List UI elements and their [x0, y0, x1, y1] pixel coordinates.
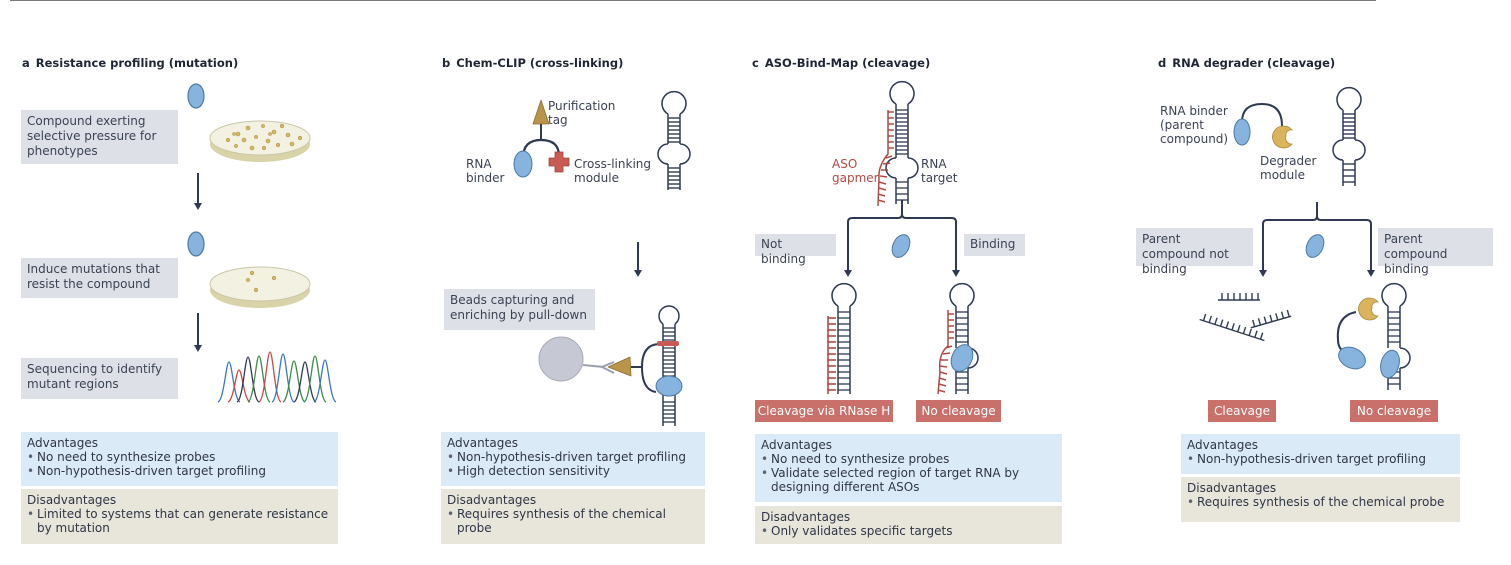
purification-tag-label: Purification tag [548, 99, 616, 127]
disadvantage-item: Limited to systems that can generate res… [27, 507, 332, 535]
advantage-item: Validate selected region of target RNA b… [761, 466, 1056, 494]
bead-pull-down-complex-icon [538, 305, 683, 426]
disadvantage-item: Only validates specific targets [761, 524, 1056, 538]
aso-gapmer-label: ASO gapmer [832, 157, 879, 185]
compound-icon [187, 231, 205, 257]
panel-c-advantages: Advantages No need to synthesize probes … [755, 434, 1062, 502]
step-beads-pull-down: Beads capturing and enriching by pull-do… [444, 289, 595, 330]
cleaved-rna-fragments-icon [1199, 293, 1292, 342]
branch-arrows-icon [1259, 202, 1375, 277]
panel-a-advantages: Advantages No need to synthesize probes … [21, 432, 338, 486]
petri-dish-few-colonies-icon [209, 266, 311, 308]
advantages-heading: Advantages [761, 438, 832, 452]
outcome-no-cleavage: No cleavage [916, 400, 1001, 422]
disadvantage-item: Requires synthesis of the chemical probe [1187, 495, 1454, 509]
panel-a-letter: a [22, 56, 30, 70]
sequencing-chromatogram-icon [217, 351, 337, 403]
advantages-heading: Advantages [1187, 438, 1258, 452]
outcome-no-cleavage: No cleavage [1350, 400, 1438, 422]
aso-cleavage-hairpin-icon [827, 282, 857, 394]
rna-target-label: RNA target [921, 157, 958, 185]
advantage-item: Non-hypothesis-driven target profiling [1187, 452, 1454, 466]
compound-icon [1305, 234, 1325, 258]
panel-d-disadvantages: Disadvantages Requires synthesis of the … [1181, 477, 1460, 522]
outcome-cleavage: Cleavage [1208, 400, 1276, 422]
advantage-item: No need to synthesize probes [761, 452, 1056, 466]
rna-degrader-probe-icon [1233, 102, 1294, 149]
branch-not-binding: Not binding [755, 234, 836, 266]
compound-icon [891, 234, 911, 258]
branch-binding: Binding [964, 234, 1025, 256]
disadvantages-heading: Disadvantages [27, 493, 117, 507]
panel-a-disadvantages: Disadvantages Limited to systems that ca… [21, 489, 338, 544]
advantage-item: No need to synthesize probes [27, 450, 332, 464]
panel-d-letter: d [1158, 56, 1167, 70]
outcome-cleavage-rnase-h: Cleavage via RNase H [755, 400, 893, 422]
arrow-down-icon [634, 242, 642, 277]
panel-d-advantages: Advantages Non-hypothesis-driven target … [1181, 434, 1460, 474]
step-compound-pressure: Compound exerting selective pressure for… [21, 110, 178, 164]
cross-linking-module-label: Cross-linking module [574, 157, 652, 185]
arrow-down-icon [194, 313, 202, 352]
degrader-blocked-hairpin-icon [1336, 282, 1411, 390]
panel-c-letter: c [752, 56, 759, 70]
disadvantages-heading: Disadvantages [761, 510, 851, 524]
panel-c-disadvantages: Disadvantages Only validates specific ta… [755, 506, 1062, 544]
degrader-module-label: Degrader module [1260, 154, 1317, 182]
advantages-heading: Advantages [447, 436, 518, 450]
panel-b-letter: b [442, 56, 451, 70]
rna-binder-parent-label: RNA binder (parent compound) [1160, 104, 1229, 146]
panel-b-disadvantages: Disadvantages Requires synthesis of the … [441, 489, 705, 544]
compound-icon [187, 83, 205, 109]
disadvantages-heading: Disadvantages [447, 493, 537, 507]
aso-rna-hairpin-icon [877, 80, 919, 207]
rna-binder-label: RNA binder [466, 157, 505, 185]
rna-hairpin-icon [657, 90, 691, 190]
panel-b-advantages: Advantages Non-hypothesis-driven target … [441, 432, 705, 486]
step-induce-mutations: Induce mutations that resist the compoun… [21, 258, 178, 298]
petri-dish-many-colonies-icon [209, 120, 311, 162]
branch-arrows-icon [844, 200, 960, 277]
disadvantage-item: Requires synthesis of the chemical probe [447, 507, 699, 535]
step-sequencing: Sequencing to identify mutant regions [21, 358, 178, 399]
advantage-item: High detection sensitivity [447, 464, 699, 478]
advantage-item: Non-hypothesis-driven target profiling [27, 464, 332, 478]
advantages-heading: Advantages [27, 436, 98, 450]
aso-blocked-hairpin-icon [937, 282, 979, 395]
advantage-item: Non-hypothesis-driven target profiling [447, 450, 699, 464]
branch-parent-binding: Parent compound binding [1378, 228, 1493, 276]
branch-parent-not-binding: Parent compound not binding [1136, 228, 1253, 276]
disadvantages-heading: Disadvantages [1187, 481, 1277, 495]
top-rule [10, 0, 1376, 1]
rna-hairpin-icon [1332, 86, 1366, 186]
chem-clip-probe-icon [513, 99, 570, 178]
arrow-down-icon [194, 173, 202, 210]
